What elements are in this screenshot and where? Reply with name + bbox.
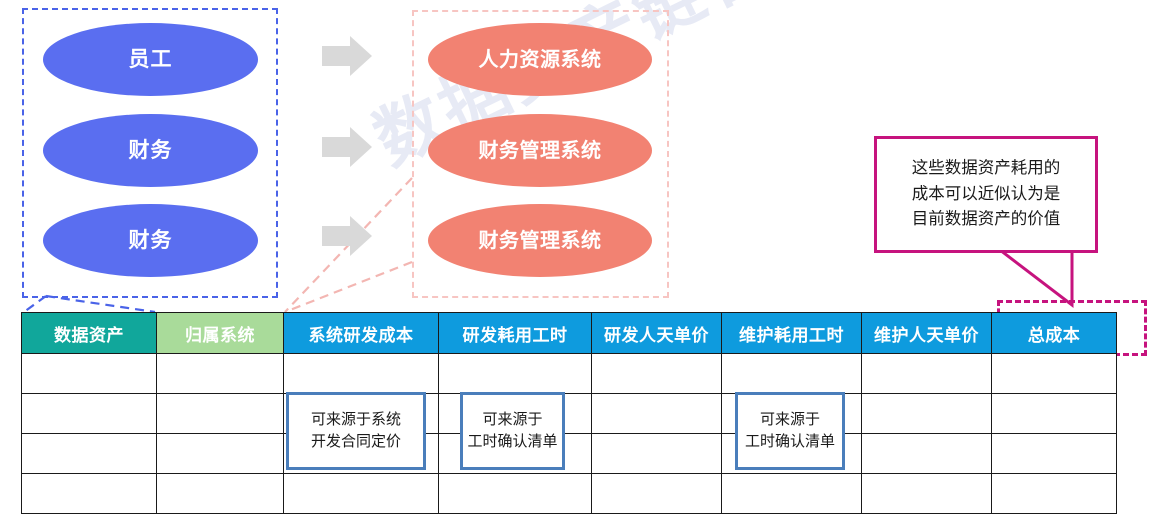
source-node-2-label: 财务: [128, 138, 173, 162]
column-header-data-asset[interactable]: 数据资产: [21, 312, 157, 354]
column-header-total-cost[interactable]: 总成本: [991, 312, 1117, 354]
note-box-rd-hours: 可来源于 工时确认清单: [460, 392, 565, 470]
table-cell[interactable]: [156, 433, 284, 474]
table-cell[interactable]: [283, 473, 439, 514]
source-node-1-label: 员工: [128, 47, 173, 71]
system-node-3-label: 财务管理系统: [478, 229, 602, 252]
table-cell[interactable]: [591, 393, 722, 434]
table-cell[interactable]: [156, 473, 284, 514]
table-cell[interactable]: [591, 473, 722, 514]
table-cell[interactable]: [156, 393, 284, 434]
callout-box: 这些数据资产耗用的 成本可以近似认为是 目前数据资产的价值: [874, 136, 1098, 253]
table-cell[interactable]: [861, 473, 992, 514]
table-cell[interactable]: [438, 353, 592, 394]
source-node-3[interactable]: 财务: [43, 204, 258, 277]
column-header-maint-hours[interactable]: 维护耗用工时: [721, 312, 862, 354]
flow-arrow-1-icon: [322, 34, 374, 78]
table-row: [21, 433, 1117, 474]
data-sources-group: [22, 8, 278, 298]
table-row: [21, 473, 1117, 514]
cost-table: 数据资产 归属系统 系统研发成本 研发耗用工时 研发人天单价 维护耗用工时 维护…: [21, 312, 1117, 514]
table-cell[interactable]: [21, 433, 157, 474]
table-row: [21, 353, 1117, 394]
table-cell[interactable]: [861, 393, 992, 434]
table-cell[interactable]: [591, 353, 722, 394]
table-cell[interactable]: [156, 353, 284, 394]
table-cell[interactable]: [861, 433, 992, 474]
table-cell[interactable]: [991, 393, 1117, 434]
table-cell[interactable]: [21, 473, 157, 514]
system-node-2-label: 财务管理系统: [478, 139, 602, 162]
table-cell[interactable]: [591, 433, 722, 474]
callout-text: 这些数据资产耗用的 成本可以近似认为是 目前数据资产的价值: [911, 159, 1061, 229]
table-row: [21, 393, 1117, 434]
table-cell[interactable]: [283, 353, 439, 394]
flow-arrow-3-icon: [322, 214, 374, 258]
note-box-system-rd-cost: 可来源于系统 开发合同定价: [286, 392, 426, 470]
table-header-row: 数据资产 归属系统 系统研发成本 研发耗用工时 研发人天单价 维护耗用工时 维护…: [21, 312, 1117, 354]
table-cell[interactable]: [438, 473, 592, 514]
source-node-2[interactable]: 财务: [43, 114, 258, 187]
table-cell[interactable]: [861, 353, 992, 394]
table-cell[interactable]: [991, 353, 1117, 394]
column-header-rd-hours[interactable]: 研发耗用工时: [438, 312, 592, 354]
table-cell[interactable]: [721, 353, 862, 394]
table-cell[interactable]: [991, 473, 1117, 514]
table-cell[interactable]: [21, 353, 157, 394]
table-cell[interactable]: [721, 473, 862, 514]
column-header-system-rd-cost[interactable]: 系统研发成本: [283, 312, 439, 354]
systems-group: [412, 10, 669, 298]
source-node-1[interactable]: 员工: [43, 23, 258, 96]
column-header-maint-daily-rate[interactable]: 维护人天单价: [861, 312, 992, 354]
system-node-3[interactable]: 财务管理系统: [428, 204, 652, 277]
table-cell[interactable]: [991, 433, 1117, 474]
system-node-1-label: 人力资源系统: [478, 48, 602, 71]
table-cell[interactable]: [21, 393, 157, 434]
flow-arrow-2-icon: [322, 125, 374, 169]
note-box-maint-hours: 可来源于 工时确认清单: [735, 392, 845, 470]
system-node-2[interactable]: 财务管理系统: [428, 114, 652, 187]
source-node-3-label: 财务: [128, 228, 173, 252]
system-node-1[interactable]: 人力资源系统: [428, 23, 652, 96]
column-header-rd-daily-rate[interactable]: 研发人天单价: [591, 312, 722, 354]
column-header-owning-system[interactable]: 归属系统: [156, 312, 284, 354]
